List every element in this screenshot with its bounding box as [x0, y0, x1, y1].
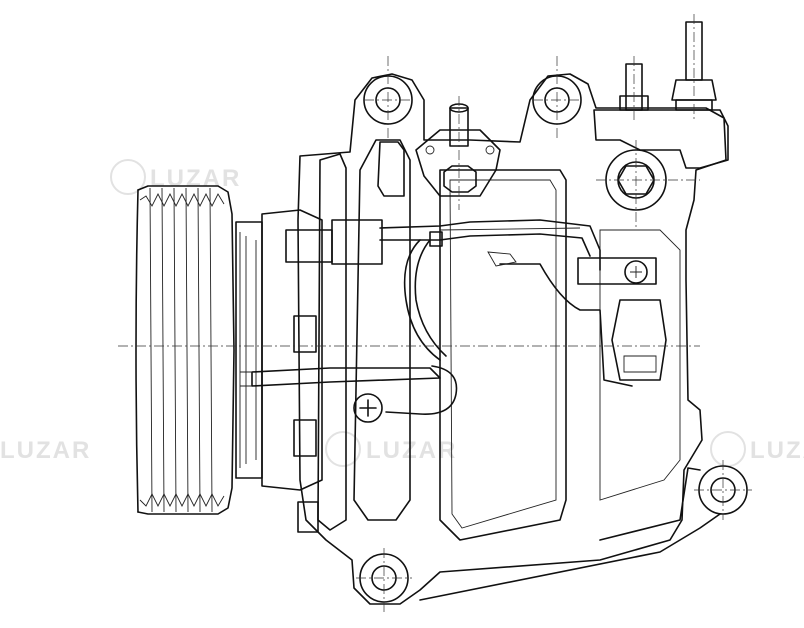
center-lines: [118, 14, 752, 614]
clutch-plate: [235, 209, 323, 491]
watermark-brand: LUZAR: [150, 165, 241, 192]
service-valve-fitting: [415, 103, 501, 197]
housing-bolts: [293, 315, 319, 533]
watermark-right: LUZAR: [710, 431, 804, 467]
watermark-left-edge: LUZAR: [0, 437, 91, 464]
watermark-brand: LUZAR: [0, 437, 91, 464]
compressor-body: [297, 73, 727, 605]
wire-clamp-bracket: [577, 257, 657, 285]
discharge-port-fitting: [593, 21, 729, 211]
luzar-logo-icon: [710, 431, 746, 467]
watermark-brand: LUZAR: [750, 437, 804, 464]
watermark-top-left: LUZAR: [110, 159, 241, 195]
pulley: [135, 185, 235, 515]
front-cross-screw: [353, 393, 383, 423]
luzar-logo-icon: [325, 431, 361, 467]
luzar-logo-icon: [110, 159, 146, 195]
watermark-brand: LUZAR: [366, 437, 457, 464]
